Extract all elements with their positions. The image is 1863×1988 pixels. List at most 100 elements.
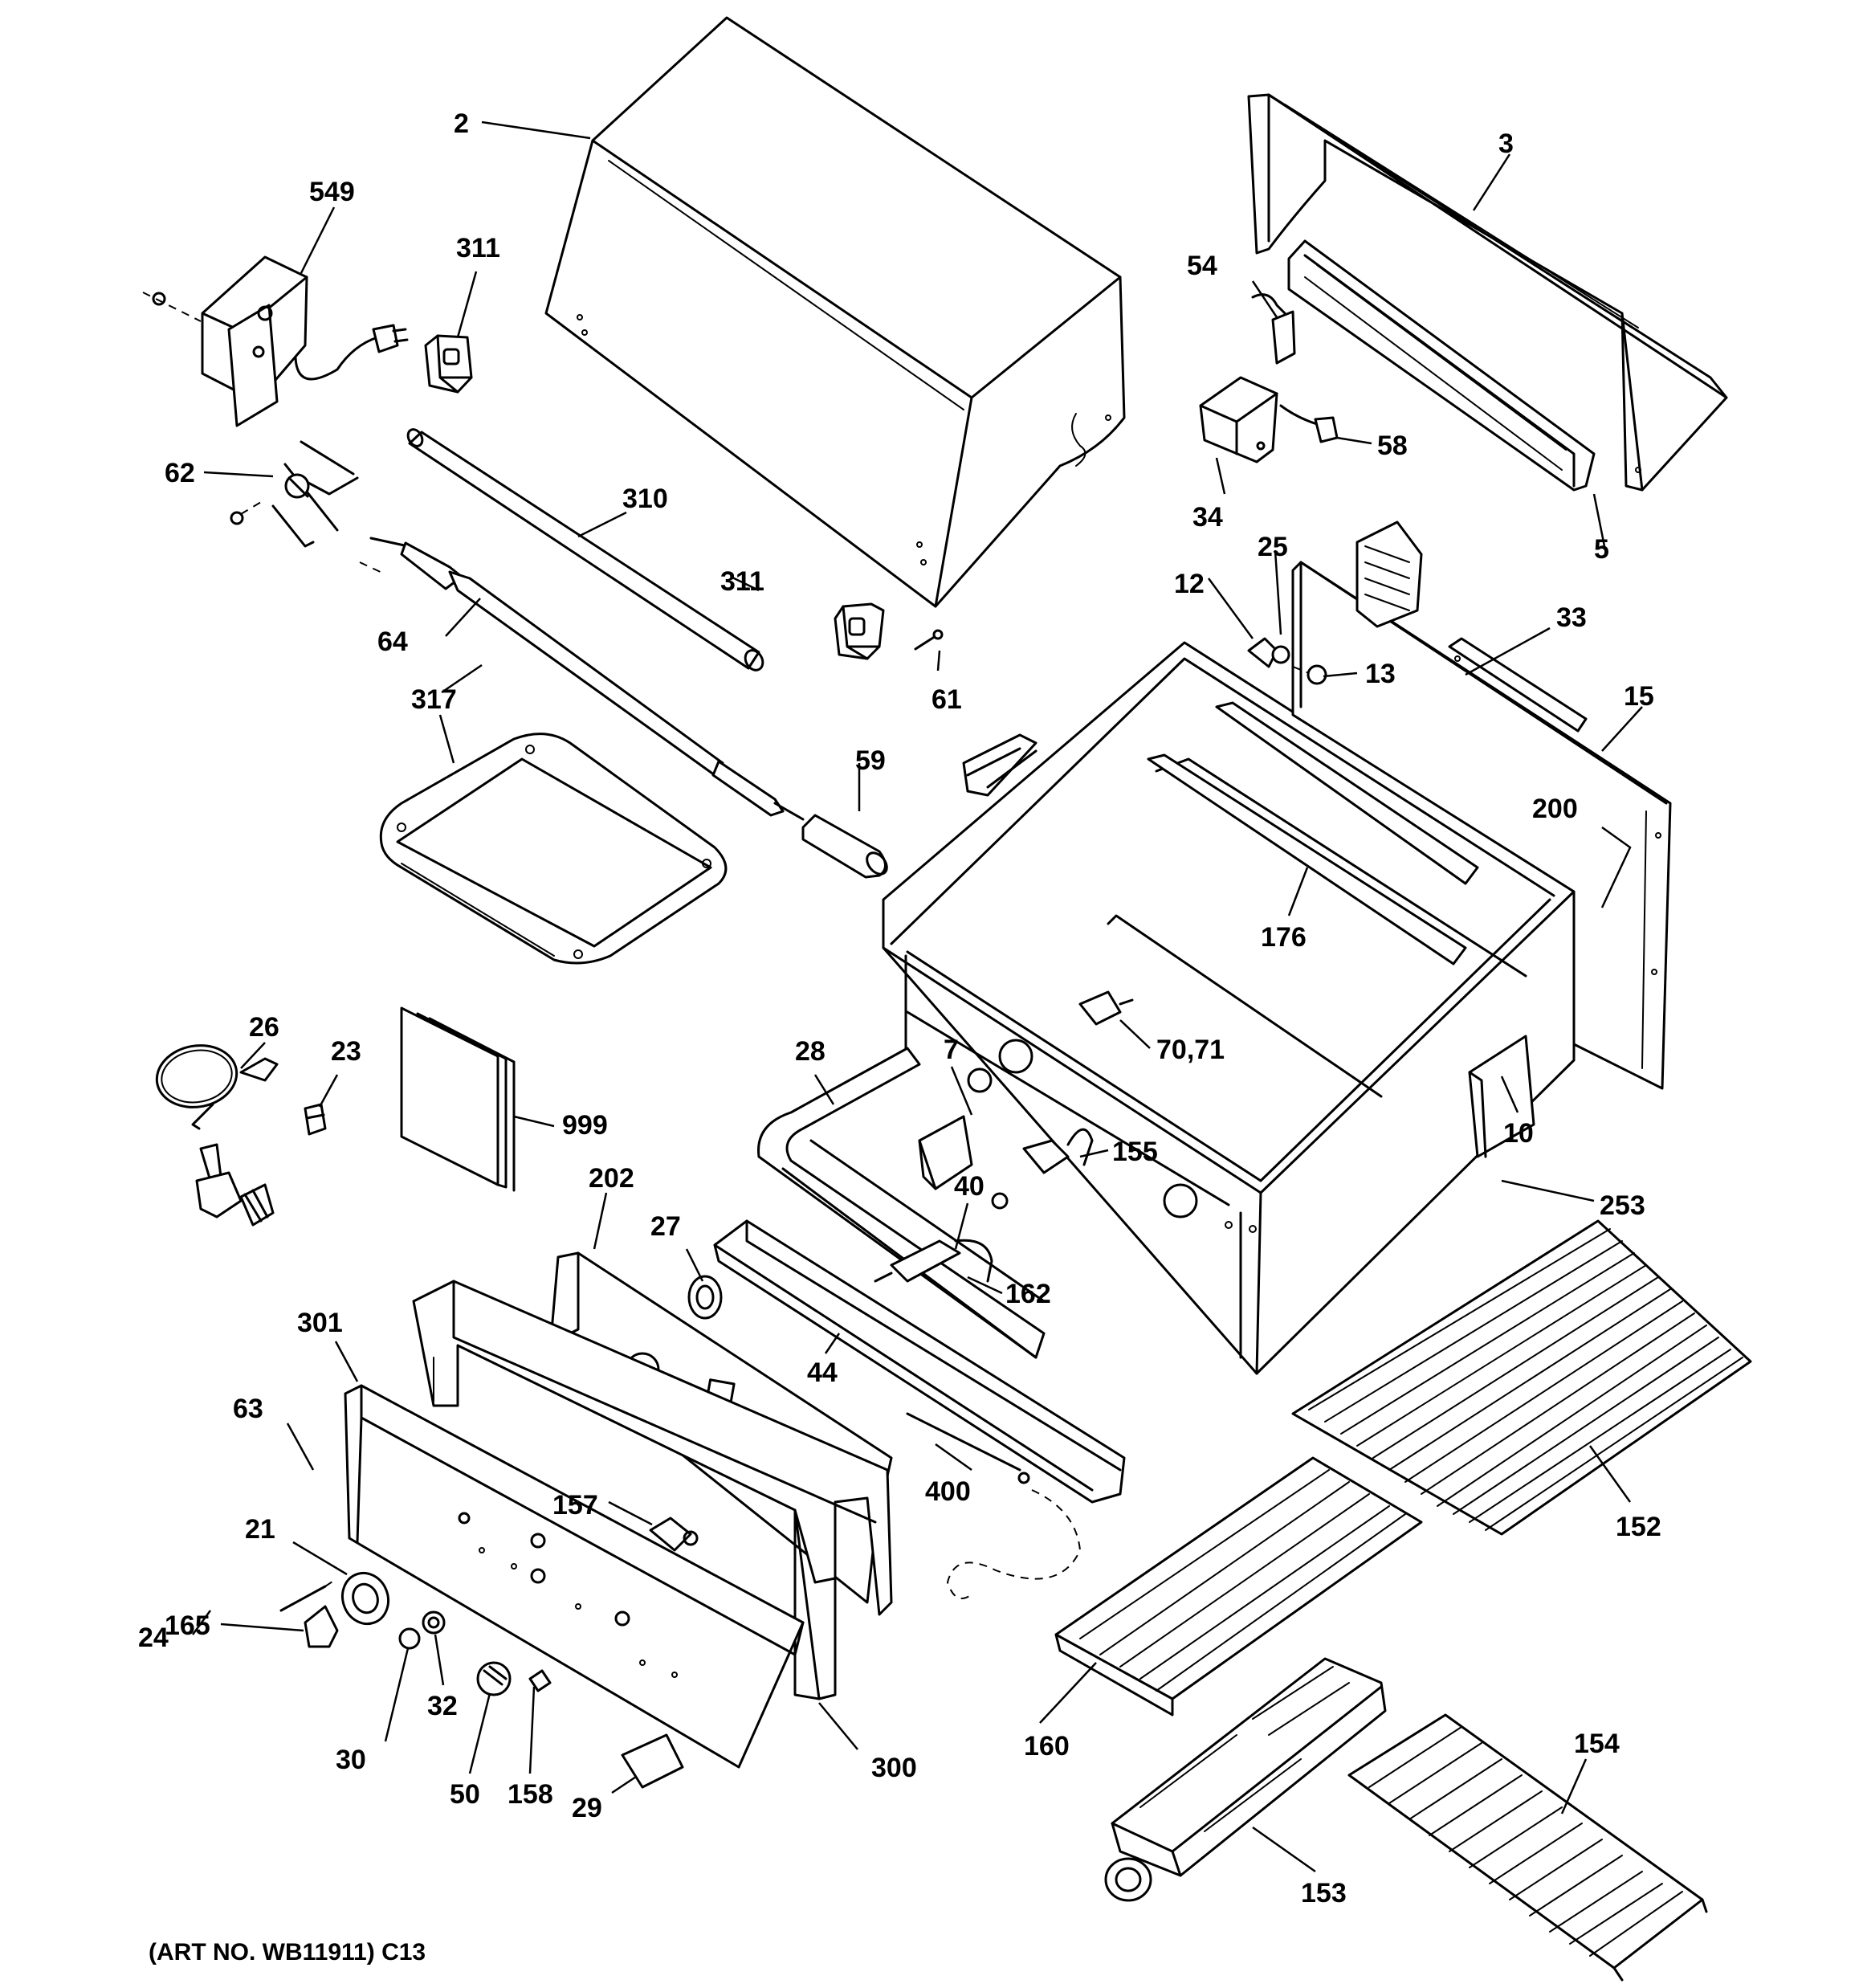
callout-162: 162 [1005,1279,1051,1309]
part-valve-162 [874,1239,993,1283]
part-rotisserie-motor [142,255,409,427]
callout-152: 152 [1616,1512,1661,1542]
callout-155: 155 [1112,1137,1158,1167]
callout-labels: 2 3 5 549 311 62 310 64 311 317 59 54 58… [138,108,1661,1908]
part-spark-module [687,1275,723,1320]
part-fitting-23 [304,1103,327,1136]
part-igniter [1078,990,1134,1026]
callout-25: 25 [1258,532,1288,562]
callout-58: 58 [1377,431,1408,461]
part-socket-54 [1251,293,1296,365]
part-window-panel [1287,239,1596,492]
part-control-panel [344,1384,805,1769]
part-ignition-chain [906,1412,1082,1599]
part-deflector-176 [1107,701,1479,1098]
part-valve-155 [1022,1128,1094,1174]
part-hood [544,16,1126,608]
callout-24: 24 [138,1623,169,1653]
leader-lines [191,120,1643,1873]
part-vent-grille [1355,520,1423,628]
callout-26: 26 [249,1012,279,1043]
callout-200: 200 [1532,794,1578,824]
callout-70-71: 70,71 [1156,1035,1225,1065]
part-spit-tube [406,428,764,672]
callout-44: 44 [807,1357,838,1388]
part-regulator [195,1143,275,1227]
callout-21: 21 [245,1514,275,1545]
callout-310: 310 [622,484,668,514]
part-orifice-nut [991,1192,1009,1210]
part-mount-bracket [962,733,1037,797]
callout-253: 253 [1600,1190,1645,1221]
callout-300: 300 [871,1753,917,1783]
part-gas-hose [155,1044,279,1130]
part-bracket-lower [834,602,885,660]
part-control-frame [412,1280,893,1700]
part-control-knob [304,1605,339,1648]
callout-32: 32 [427,1691,458,1721]
part-bracket-upper [424,334,473,394]
callout-311b: 311 [720,566,764,597]
part-bracket-10 [1468,1035,1535,1158]
part-spit-forks [230,440,386,575]
callout-40: 40 [954,1171,984,1202]
callout-23: 23 [331,1036,361,1067]
callout-160: 160 [1024,1731,1070,1761]
part-hood-frame [1247,93,1728,492]
callout-154: 154 [1574,1729,1620,1759]
part-spit-handle [801,814,888,879]
part-bushing-30 [398,1627,421,1650]
callout-311a: 311 [456,233,500,263]
callout-28: 28 [795,1036,826,1067]
part-flavor-bars [1054,1456,1423,1717]
callout-999: 999 [562,1110,608,1141]
callout-61: 61 [932,684,962,715]
callout-30: 30 [336,1745,366,1775]
callout-27: 27 [650,1211,681,1242]
callout-158: 158 [508,1779,553,1810]
callout-15: 15 [1624,681,1654,712]
callout-64: 64 [377,627,408,657]
part-screw-158 [528,1669,552,1692]
callout-10: 10 [1503,1118,1534,1149]
callout-202: 202 [589,1163,634,1194]
callout-54: 54 [1187,251,1217,281]
part-strip-33 [1448,637,1588,733]
part-ignitor-button [476,1661,512,1696]
part-knob-bezel [341,1571,389,1626]
callout-317: 317 [411,684,457,715]
callout-7: 7 [944,1035,959,1065]
part-warming-rack [1347,1713,1708,1982]
part-valve-12 [1247,637,1327,685]
part-drip-tray [379,733,728,965]
part-heat-shield [713,1219,1126,1504]
callout-2: 2 [454,108,469,139]
callout-301: 301 [297,1308,343,1338]
part-cooking-grate [1291,1219,1752,1536]
part-burner [1104,1657,1387,1902]
callout-12: 12 [1174,569,1205,599]
callout-549: 549 [309,177,355,207]
art-number: (ART NO. WB11911) C13 [149,1939,426,1966]
callout-59: 59 [855,745,886,776]
callout-34: 34 [1192,502,1223,533]
callout-176: 176 [1261,922,1307,953]
part-spit-rod [369,537,805,821]
part-bushing-32 [422,1610,446,1635]
callout-63: 63 [233,1394,263,1424]
callout-3: 3 [1498,129,1514,159]
part-bracket-7 [918,1115,973,1190]
part-screw-61 [914,629,944,651]
part-bracket-34 [1199,376,1278,463]
part-valve-157 [649,1517,699,1552]
callout-153: 153 [1301,1878,1347,1908]
callout-5: 5 [1594,534,1609,565]
callout-50: 50 [450,1779,480,1810]
callout-62: 62 [165,458,195,488]
part-wire-58 [1279,404,1339,443]
callout-157: 157 [552,1490,598,1521]
callout-165: 165 [165,1610,210,1641]
callout-400: 400 [925,1476,971,1507]
part-manual [400,1006,516,1192]
callout-33: 33 [1556,602,1587,633]
